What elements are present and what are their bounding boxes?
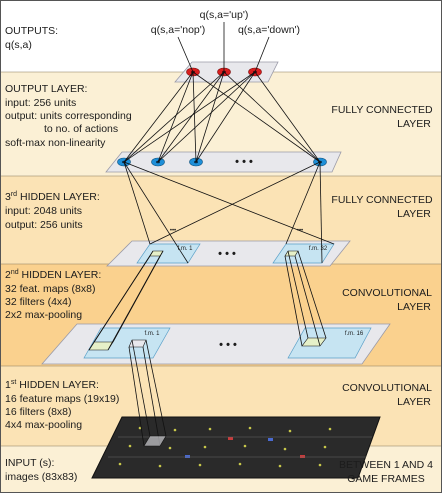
band-outputs xyxy=(0,0,442,72)
input-subtitle: images (83x83) xyxy=(5,471,77,483)
output-layer-description: OUTPUT LAYER: input: 256 units output: u… xyxy=(5,83,132,149)
hidden1-fm-first-label: f.m. 1 xyxy=(144,331,160,337)
hidden1-type-line2: LAYER xyxy=(397,396,431,408)
hidden3-description: 3rd HIDDEN LAYER: input: 2048 units outp… xyxy=(5,191,100,231)
hidden1-fm16 xyxy=(287,327,372,359)
output-layer-line2: output: units corresponding xyxy=(5,110,132,122)
outputs-subtitle: q(s,a) xyxy=(5,39,32,51)
hidden1-dots: • • • xyxy=(219,339,237,351)
hidden3-plane: • • • xyxy=(105,151,342,173)
hidden3-line2: output: 256 units xyxy=(5,219,83,231)
hidden2-line3: 2x2 max-pooling xyxy=(5,309,82,321)
hidden2-line2: 32 filters (4x4) xyxy=(5,296,72,308)
hidden1-fm-last-label: f.m. 16 xyxy=(345,331,364,337)
hidden1-line1: 16 feature maps (19x19) xyxy=(5,393,119,405)
input-description: INPUT (s): images (83x83) xyxy=(5,457,77,483)
hidden2-description: 2nd HIDDEN LAYER: 32 feat. maps (8x8) 32… xyxy=(5,269,101,321)
output-layer-line3: to no. of actions xyxy=(44,123,118,135)
input-receptive-field xyxy=(143,435,167,447)
q-down-label: q(s,a='down') xyxy=(238,24,300,36)
connections xyxy=(88,22,335,447)
hidden2-title: 2nd HIDDEN LAYER: xyxy=(5,269,101,281)
output-layer-line4: soft-max non-linearity xyxy=(5,137,106,149)
output-layer-line1: input: 256 units xyxy=(5,97,76,109)
input-title: INPUT (s): xyxy=(5,457,54,469)
output-layer-type-line2: LAYER xyxy=(397,118,431,130)
hidden3-dots: • • • xyxy=(235,156,253,168)
output-layer-type-line1: FULLY CONNECTED xyxy=(331,104,433,116)
hidden2-fm-first-label: f.m. 1 xyxy=(177,246,193,252)
hidden2-type-line1: CONVOLUTIONAL xyxy=(342,287,432,299)
hidden2-type-line2: LAYER xyxy=(397,301,431,313)
hidden2-fm-last-label: f.m. 32 xyxy=(309,246,328,252)
hidden1-description: 1st HIDDEN LAYER: 16 feature maps (19x19… xyxy=(5,379,119,431)
q-nop-label: q(s,a='nop') xyxy=(151,24,206,36)
input-type-line1: BETWEEN 1 AND 4 xyxy=(339,459,433,471)
hidden1-plane: f.m. 1 f.m. 16 • • • xyxy=(41,323,391,365)
output-layer-title: OUTPUT LAYER: xyxy=(5,83,87,95)
q-up-label: q(s,a='up') xyxy=(200,9,249,21)
input-game-frame xyxy=(91,416,381,479)
input-type-line2: GAME FRAMES xyxy=(347,473,425,485)
outputs-description: OUTPUTS: q(s,a) xyxy=(5,25,58,51)
hidden1-line3: 4x4 max-pooling xyxy=(5,419,82,431)
hidden2-dots: • • • xyxy=(218,248,236,260)
outputs-title: OUTPUTS: xyxy=(5,25,58,37)
hidden1-title: 1st HIDDEN LAYER: xyxy=(5,379,99,391)
hidden3-type-line2: LAYER xyxy=(397,208,431,220)
hidden2-plane: f.m. 1 f.m. 32 • • • ••• ••• xyxy=(106,228,351,267)
hidden3-line1: input: 2048 units xyxy=(5,205,82,217)
hidden1-type-line1: CONVOLUTIONAL xyxy=(342,382,432,394)
hidden2-line1: 32 feat. maps (8x8) xyxy=(5,283,95,295)
hidden2-small-dots-left: ••• xyxy=(170,228,176,234)
hidden3-type-line1: FULLY CONNECTED xyxy=(331,194,433,206)
hidden1-line2: 16 filters (8x8) xyxy=(5,406,72,418)
hidden3-title: 3rd HIDDEN LAYER: xyxy=(5,191,100,203)
